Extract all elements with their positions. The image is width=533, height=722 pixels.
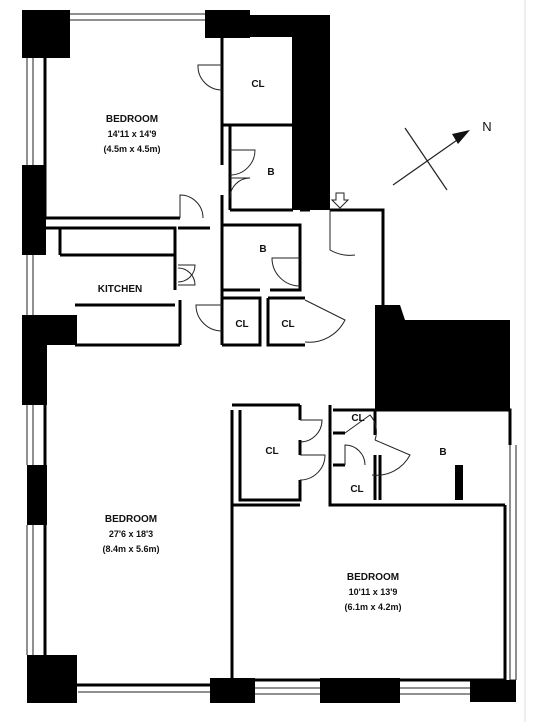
room-kitchen: KITCHEN	[98, 284, 142, 295]
bath-labels: B B B	[259, 167, 446, 458]
room-name: BEDROOM	[106, 114, 158, 125]
room-name: BEDROOM	[347, 572, 399, 583]
closet-label: CL	[351, 413, 364, 424]
walls	[22, 10, 516, 703]
room-dims-metric: (8.4m x 5.6m)	[102, 544, 159, 554]
bath-label: B	[259, 244, 266, 255]
closet-label: CL	[281, 319, 294, 330]
room-dims-metric: (6.1m x 4.2m)	[344, 602, 401, 612]
room-name: BEDROOM	[105, 514, 157, 525]
compass-label: N	[482, 119, 491, 134]
closet-label: CL	[265, 446, 278, 457]
room-dims-imperial: 27'6 x 18'3	[109, 529, 153, 539]
closet-label: CL	[350, 484, 363, 495]
bath-label: B	[439, 447, 446, 458]
room-bedroom-top: BEDROOM 14'11 x 14'9 (4.5m x 4.5m)	[103, 114, 160, 154]
bath-label: B	[267, 167, 274, 178]
closet-label: CL	[251, 79, 264, 90]
room-name: KITCHEN	[98, 284, 142, 295]
closet-label: CL	[235, 319, 248, 330]
room-dims-imperial: 10'11 x 13'9	[349, 587, 398, 597]
north-arrow-icon	[452, 130, 470, 144]
room-bedroom-right: BEDROOM 10'11 x 13'9 (6.1m x 4.2m)	[344, 572, 401, 612]
room-bedroom-left: BEDROOM 27'6 x 18'3 (8.4m x 5.6m)	[102, 514, 159, 554]
interior-walls	[43, 20, 512, 687]
doors	[177, 64, 411, 481]
room-dims-metric: (4.5m x 4.5m)	[103, 144, 160, 154]
north-compass: N	[392, 119, 492, 191]
room-dims-imperial: 14'11 x 14'9	[108, 129, 157, 139]
closet-labels: CL CL CL CL CL CL	[235, 79, 364, 495]
